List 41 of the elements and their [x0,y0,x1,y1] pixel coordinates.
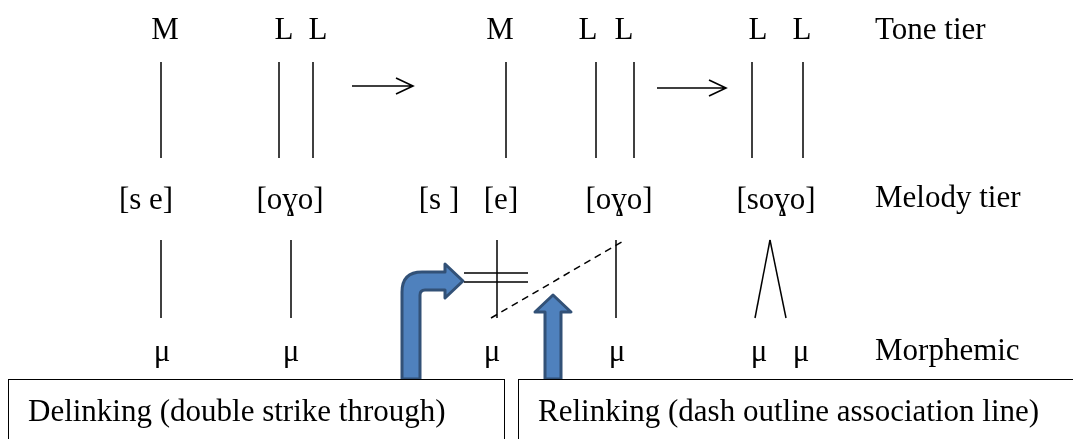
note-text: Delinking (double strike through) [28,394,446,428]
association-line [496,239,498,319]
melody-label: [oɣo] [585,182,653,216]
association-line [290,239,292,319]
morpheme-symbol: μ [608,334,626,368]
tone-label: L [578,12,598,46]
block-arrow [533,293,573,381]
note-text: Relinking (dash outline association line) [538,394,1040,428]
melody-label: [s e] [118,182,174,216]
tone-label: L [308,12,328,46]
morpheme-symbol: μ [483,334,501,368]
association-line [160,239,162,319]
tone-label: M [486,12,514,46]
block-arrow [400,262,465,381]
tone-label: L [614,12,634,46]
morpheme-symbol: μ [282,334,300,368]
morpheme-symbol: μ [750,334,768,368]
association-line [751,61,753,159]
tier-label: Morphemic [875,333,1020,367]
association-line [278,61,280,159]
melody-label: [oɣo] [256,182,324,216]
association-line [769,239,787,319]
melody-label: [e] [483,182,519,216]
tone-label: L [274,12,294,46]
association-line [505,61,507,159]
association-line [802,61,804,159]
melody-label: [soɣo] [736,182,816,216]
tier-label: Tone tier [875,12,986,46]
association-line [160,61,162,159]
morpheme-symbol: μ [792,334,810,368]
tier-label: Melody tier [875,180,1021,214]
tone-label: L [792,12,812,46]
association-line [312,61,314,159]
tone-label: L [748,12,768,46]
morpheme-symbol: μ [153,334,171,368]
tone-label: M [151,12,179,46]
association-line [754,239,771,319]
melody-label: [s ] [418,182,460,216]
association-line [615,239,617,319]
association-line [633,61,635,159]
association-line [595,61,597,159]
